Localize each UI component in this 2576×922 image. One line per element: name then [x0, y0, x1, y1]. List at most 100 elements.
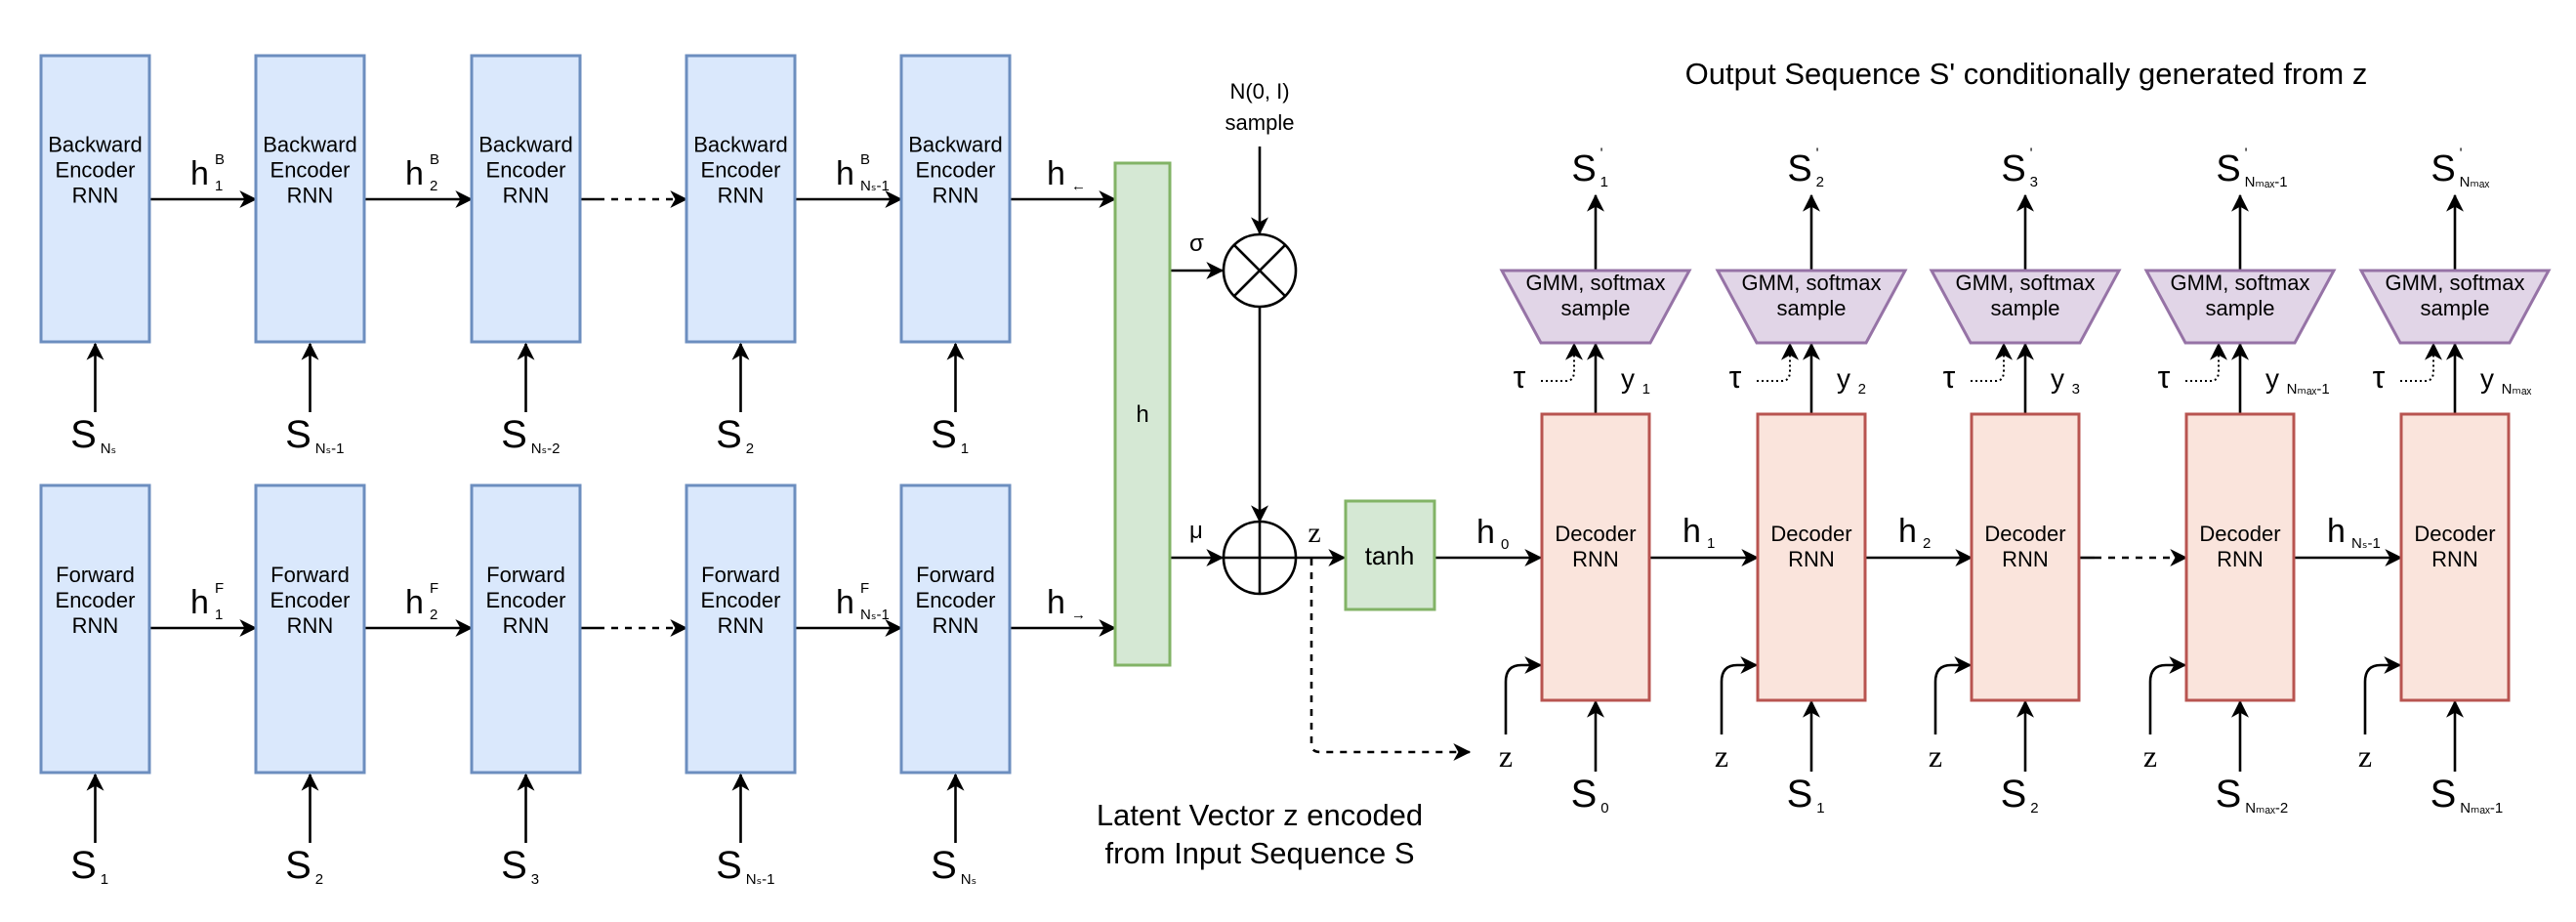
backward-rnn-cell-label-line: Backward — [693, 133, 788, 157]
forward-rnn-cell — [470, 483, 582, 775]
backward-rnn-cell-label-line: Backward — [908, 133, 1003, 157]
nodes-layer — [39, 54, 2552, 775]
backward-rnn-cell-label-line: Encoder — [56, 158, 136, 183]
forward-rnn-cell-label-line: RNN — [72, 613, 119, 638]
decoder-input-label-main: S — [2216, 773, 2242, 816]
decoder-output-label-sub: Nₘₐₓ — [2460, 174, 2490, 190]
backward-input-label-sub: Nₛ — [101, 440, 116, 457]
decoder-output-label-sup: ' — [2030, 145, 2033, 161]
decoder-output-label-main: S — [2431, 148, 2455, 189]
backward-rnn-cell-label-line: RNN — [72, 184, 119, 208]
decoder-output-label-sub: 1 — [1600, 174, 1608, 190]
decoder-output-label: S'2 — [1787, 145, 1824, 190]
forward-rnn-cell-label-line: Encoder — [56, 588, 136, 612]
tau-dotted-arrow — [2185, 342, 2227, 382]
z-input-arrow — [1504, 656, 1543, 734]
tau-label: τ — [1514, 359, 1526, 395]
backward-rnn-cell — [470, 54, 582, 344]
decoder-input-label-sub: Nₘₐₓ-1 — [2460, 800, 2503, 817]
forward-input-label-main: S — [285, 844, 312, 887]
edges-layer — [86, 147, 2464, 843]
backward-output-label-sub: ← — [1071, 178, 1086, 194]
decoder-rnn-cell — [1540, 412, 1651, 702]
decoder-z-label: z — [2358, 738, 2372, 774]
backward-rnn-cell-label-line: Backward — [478, 133, 573, 157]
gmm-softmax-sampler-label-line: sample — [2206, 296, 2275, 320]
decoder-input-label-main: S — [1571, 773, 1598, 816]
backward-hidden-label-sup: B — [860, 151, 870, 168]
tau-label: τ — [2158, 359, 2171, 395]
backward-rnn-cell — [254, 54, 366, 344]
tau-dotted-arrow — [1971, 342, 2013, 382]
backward-input-label-sub: 2 — [746, 440, 754, 457]
decoder-output-label-main: S — [1787, 148, 1811, 189]
forward-hidden-label-sub: 2 — [430, 607, 437, 623]
z-input-arrow — [2148, 656, 2187, 734]
backward-input-label-main: S — [285, 413, 312, 456]
decoder-output-label: S'3 — [2001, 145, 2038, 190]
forward-input-label-main: S — [716, 844, 742, 887]
backward-rnn-cell-label-line: Encoder — [701, 158, 781, 183]
gmm-softmax-sampler — [2358, 269, 2552, 345]
forward-rnn-cell-label-line: RNN — [287, 613, 334, 638]
forward-input-label-sub: 3 — [531, 871, 539, 888]
y-label-sub: Nₘₐₓ — [2502, 381, 2532, 398]
latent-h-box — [1113, 161, 1172, 667]
forward-rnn-cell-label-line: Forward — [916, 563, 995, 587]
decoder-hidden-label-sub: 1 — [1707, 535, 1715, 552]
noise-sample-label-line: sample — [1226, 110, 1295, 135]
y-label-sub: 3 — [2072, 381, 2080, 398]
decoder-output-label-sub: 3 — [2030, 174, 2038, 190]
tau-label: τ — [2373, 359, 2386, 395]
decoder-z-label: z — [2143, 738, 2157, 774]
decoder-z-label: z — [1929, 738, 1942, 774]
mu-label: μ — [1189, 518, 1203, 544]
tau-dotted-arrow — [2400, 342, 2442, 382]
gmm-softmax-sampler-label-line: GMM, softmax — [1955, 271, 2095, 295]
decoder-hidden-label-main: h — [1898, 513, 1917, 550]
multiply-op-stroke — [1233, 244, 1286, 297]
decoder-rnn-cell-label-line: Decoder — [2414, 522, 2495, 546]
decoder-output-label-sup: ' — [2460, 145, 2463, 161]
forward-output-label-main: h — [1047, 584, 1065, 621]
tau-dotted-arrow — [1757, 342, 1799, 382]
decoder-rnn-cell — [1970, 412, 2081, 702]
y-label-main: y — [2051, 363, 2064, 394]
h0-label-sub: 0 — [1501, 536, 1509, 553]
backward-rnn-cell-label-line: RNN — [718, 184, 765, 208]
backward-input-label-main: S — [501, 413, 527, 456]
forward-rnn-cell-label-line: Forward — [701, 563, 780, 587]
forward-rnn-cell-label-line: Encoder — [916, 588, 996, 612]
latent-h-label: h — [1136, 401, 1148, 428]
decoder-rnn-cell — [1756, 412, 1867, 702]
forward-rnn-cell-label-line: Forward — [270, 563, 350, 587]
backward-input-label-main: S — [716, 413, 742, 456]
backward-rnn-cell — [899, 54, 1012, 344]
gmm-softmax-sampler — [1499, 269, 1692, 345]
backward-rnn-cell-label-line: RNN — [503, 184, 550, 208]
forward-input-label-sub: Nₛ — [961, 871, 976, 888]
decoder-output-label-sup: ' — [1816, 145, 1819, 161]
